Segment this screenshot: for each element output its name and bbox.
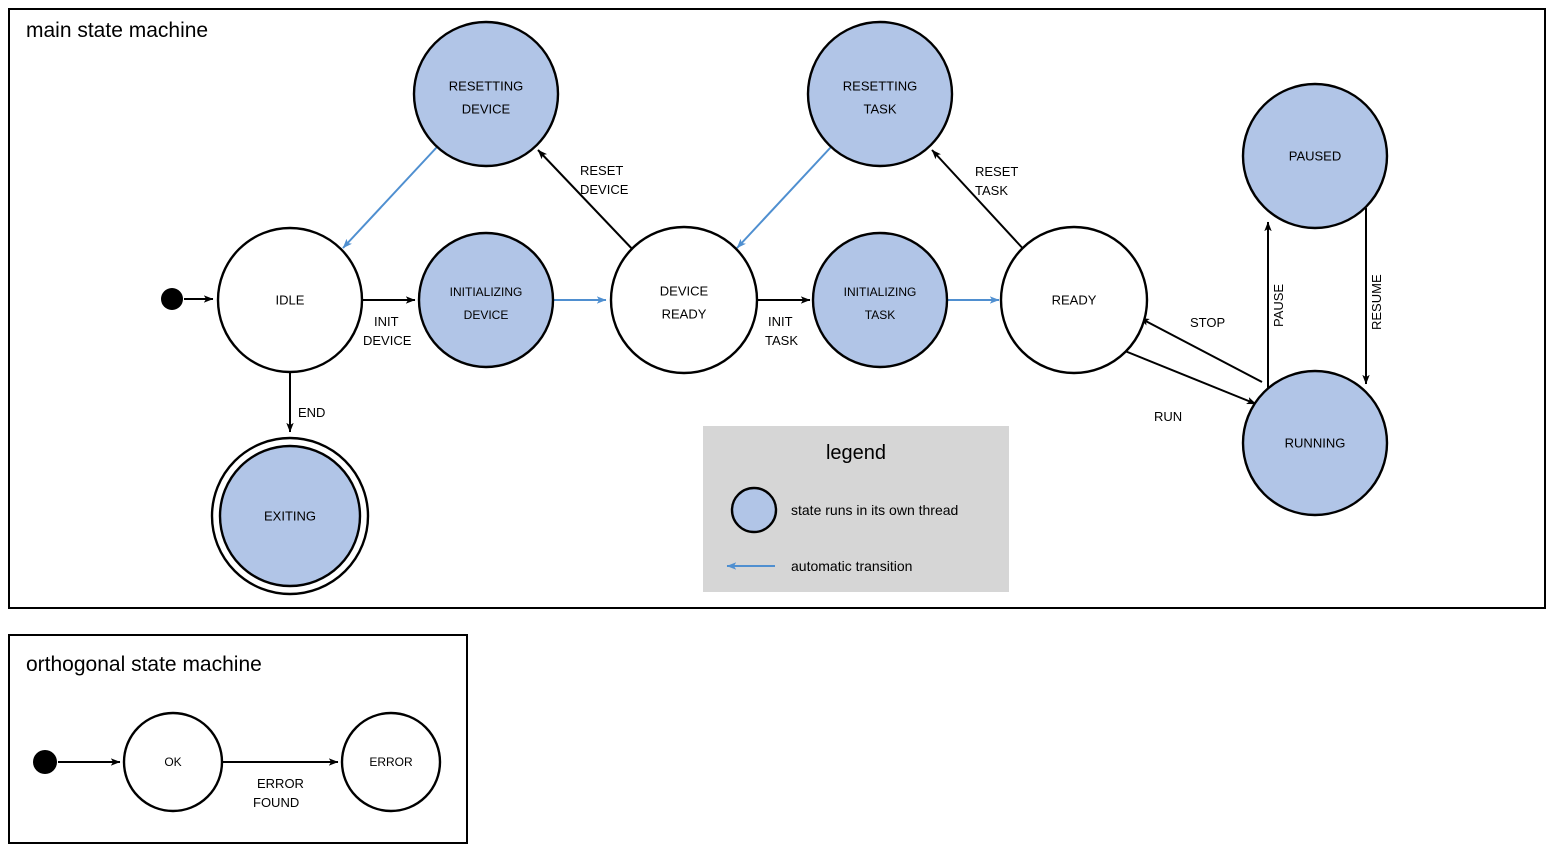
legend-item-automatic-transition-text: automatic transition [791,558,912,574]
state-label-exiting: EXITING [264,508,316,523]
transition-label-run: RUN [1154,409,1182,424]
transition-label-reset-device-line1: RESET [580,163,623,178]
transition-run: RUN [1119,348,1257,424]
state-device-ready[interactable]: DEVICE READY [609,225,759,375]
transition-auto-idle [342,146,438,249]
legend-thread-state-swatch-icon [730,486,778,534]
transition-stop: STOP [1139,315,1263,383]
transition-pause: PAUSE [1264,221,1286,398]
state-label-resetting-device-line1: RESETTING [449,78,523,93]
state-label-ok: OK [164,755,181,769]
state-label-device-ready-line1: DEVICE [660,283,709,298]
state-running[interactable]: RUNNING [1241,369,1389,517]
legend: legend state runs in its own thread auto… [703,426,1009,592]
state-error[interactable]: ERROR [340,711,442,813]
transition-error-found: ERROR FOUND [222,758,339,810]
legend-item-thread-state-text: state runs in its own thread [791,502,958,518]
transition-end: END [286,372,325,433]
transition-label-error-found-line2: FOUND [253,795,299,810]
state-resetting-task[interactable]: RESETTING TASK [806,20,954,168]
state-ready[interactable]: READY [999,225,1149,375]
state-label-initializing-task-line1: INITIALIZING [844,285,917,299]
state-label-initializing-task-line2: TASK [865,308,895,322]
state-label-paused: PAUSED [1289,148,1342,163]
transition-init-task: INIT TASK [757,296,811,348]
main-state-machine-title: main state machine [26,19,208,42]
state-ok[interactable]: OK [122,711,224,813]
transition-reset-device: RESET DEVICE [537,149,637,254]
state-initializing-device[interactable]: INITIALIZING DEVICE [417,231,555,369]
transition-init-device: INIT DEVICE [363,296,416,348]
transition-label-init-task-line1: INIT [768,314,793,329]
initial-pseudostate-orthogonal [33,750,57,774]
transition-label-pause: PAUSE [1271,284,1286,327]
transition-label-error-found-line1: ERROR [257,776,304,791]
transition-label-reset-device-line2: DEVICE [580,182,629,197]
transition-reset-task: RESET TASK [931,149,1028,254]
state-idle[interactable]: IDLE [216,226,364,374]
transition-label-init-device-line1: INIT [374,314,399,329]
state-label-initializing-device-line2: DEVICE [464,308,509,322]
state-label-resetting-task-line2: TASK [864,101,897,116]
transition-label-stop: STOP [1190,315,1225,330]
state-label-device-ready-line2: READY [662,306,707,321]
transition-label-resume: RESUME [1369,274,1384,330]
state-paused[interactable]: PAUSED [1241,82,1389,230]
transition-label-init-task-line2: TASK [765,333,798,348]
legend-title: legend [826,442,886,464]
state-label-resetting-device-line2: DEVICE [462,101,511,116]
state-label-idle: IDLE [276,292,305,307]
state-initializing-task[interactable]: INITIALIZING TASK [811,231,949,369]
transition-label-init-device-line2: DEVICE [363,333,412,348]
transition-label-end: END [298,405,325,420]
state-exiting[interactable]: EXITING [210,436,370,596]
initial-pseudostate-main [161,288,183,310]
state-label-error: ERROR [369,755,413,769]
state-label-ready: READY [1052,292,1097,307]
transition-auto-device-ready [736,146,832,249]
state-label-initializing-device-line1: INITIALIZING [450,285,523,299]
orthogonal-state-machine-title: orthogonal state machine [26,653,262,676]
transition-resume: RESUME [1362,208,1384,385]
state-label-resetting-task-line1: RESETTING [843,78,917,93]
transition-label-reset-task-line2: TASK [975,183,1008,198]
transition-label-reset-task-line1: RESET [975,164,1018,179]
state-label-running: RUNNING [1285,435,1346,450]
state-resetting-device[interactable]: RESETTING DEVICE [412,20,560,168]
